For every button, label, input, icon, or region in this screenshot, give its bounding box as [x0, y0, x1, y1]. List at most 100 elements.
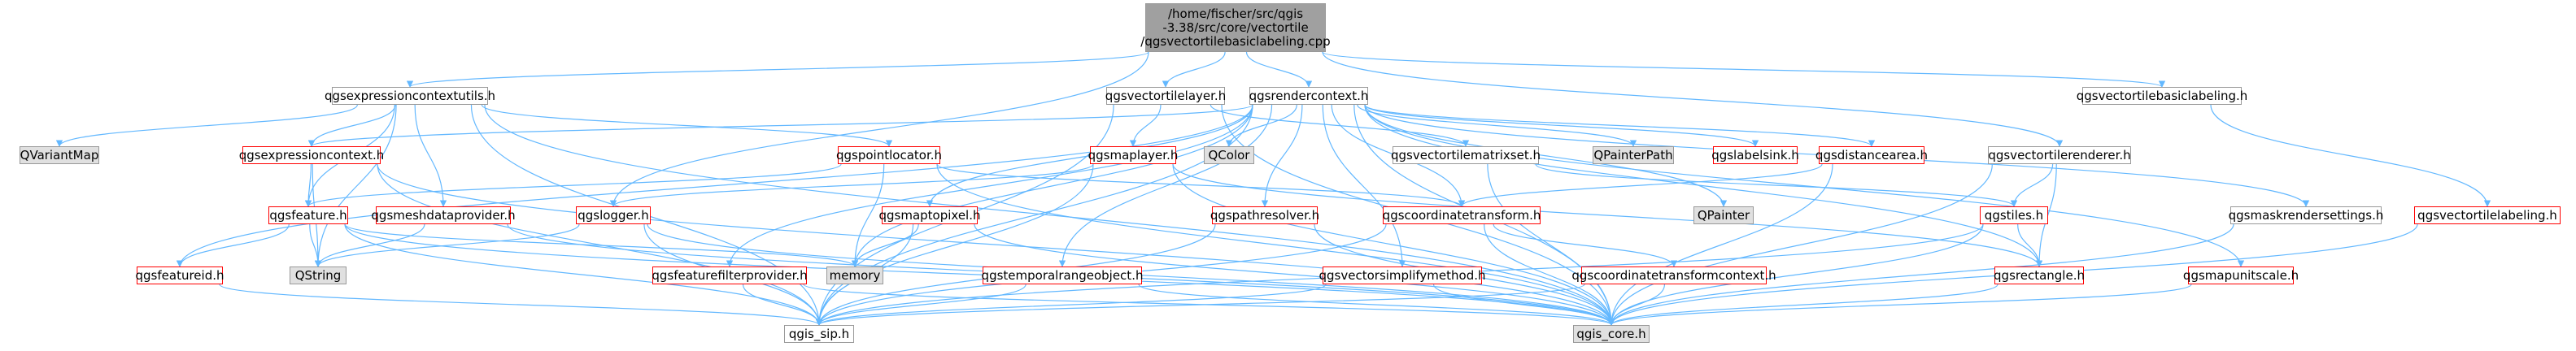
node-qgsexpressioncontextutils[interactable]: qgsexpressioncontextutils.h: [325, 87, 495, 105]
edge-qgsrendercontext-to-qgsexpressioncontext: [308, 104, 1253, 147]
node-qgsmaskrendersettings[interactable]: qgsmaskrendersettings.h: [2229, 206, 2383, 224]
edge-qgsrendercontext-to-qgslabelsink: [1364, 104, 1759, 147]
edge-qgsrendercontext-to-qgstemporalrangeobject: [1058, 104, 1273, 267]
edge-qgsexpressioncontext-to-qgsfeature: [304, 163, 312, 207]
edge-qgsexpressioncontextutils-to-qgis_core: [484, 104, 1615, 326]
edge-qgsfeature-to-qgis_sip: [344, 223, 823, 326]
node-qgis-sip[interactable]: qgis_sip.h: [784, 325, 854, 343]
node-qgsrendercontext[interactable]: qgsrendercontext.h: [1249, 87, 1368, 105]
edge-qgspointlocator-to-memory: [851, 163, 885, 267]
edge-qgspointlocator-to-qgsfeature: [304, 163, 842, 207]
edge-qgsdistancearea-to-qgscoordinatetransform: [1458, 163, 1823, 207]
edge-qgsvectortilelayer-to-qgsmaplayer: [1129, 104, 1162, 147]
edge-qgsrendercontext-to-qgsfeaturefilterprovider: [726, 104, 1253, 267]
node-memory[interactable]: memory: [826, 266, 883, 284]
edge-qgsdistancearea-to-qgis_core: [1607, 163, 1833, 326]
edge-qgsexpressioncontext-to-qgis_sip: [377, 163, 823, 326]
edge-qgsrectangle-to-qgis_core: [1607, 284, 1998, 326]
node-root-file[interactable]: /home/fischer/src/qgis -3.38/src/core/ve…: [1140, 3, 1331, 52]
edge-qgsmaplayer-to-qgis_core: [1172, 163, 1615, 326]
edge-qgsmaskrendersettings-to-qgis_core: [1607, 223, 2234, 326]
node-qgis-core[interactable]: qgis_core.h: [1573, 325, 1650, 343]
node-qgsfeaturefilterprovider[interactable]: qgsfeaturefilterprovider.h: [652, 266, 808, 284]
edge-qgstiles-to-qgsrectangle: [2017, 223, 2043, 267]
edge-qgscoordinatetransform-to-qgis_core: [1484, 223, 1615, 326]
edge-qgscoordinatetransformcontext-to-qgis_sip: [816, 284, 1585, 326]
edge-qgsexpressioncontext-to-qgis_core: [377, 163, 1615, 326]
edge-qgsrendercontext-to-qgsvectorsimplifymethod: [1322, 104, 1406, 267]
node-qgspathresolver[interactable]: qgspathresolver.h: [1210, 206, 1319, 224]
edge-qgsexpressioncontextutils-to-qgspointlocator: [481, 104, 893, 147]
node-qgspointlocator[interactable]: qgspointlocator.h: [836, 146, 942, 164]
node-qgstiles[interactable]: qgstiles.h: [1980, 206, 2048, 224]
edge-qgsvectortilelayer-to-qgsvectortilematrixset: [1210, 104, 1470, 147]
edge-qgsfeatureid-to-qgis_sip: [219, 284, 822, 326]
edge-qgsrendercontext-to-QColor: [1225, 104, 1297, 147]
node-qgsdistancearea[interactable]: qgsdistancearea.h: [1815, 146, 1928, 164]
edge-qgsrendercontext-to-memory: [851, 104, 1253, 267]
node-qgsvectortilematrixset[interactable]: qgsvectortilematrixset.h: [1391, 146, 1541, 164]
node-qgscoordinatetransformcontext[interactable]: qgscoordinatetransformcontext.h: [1571, 266, 1776, 284]
node-qgsvectortilebasiclabeling[interactable]: qgsvectortilebasiclabeling.h: [2077, 87, 2247, 105]
edge-qgsmaplayer-to-qgslogger: [609, 163, 1094, 207]
node-qgsvectortilelayer[interactable]: qgsvectortilelayer.h: [1105, 87, 1226, 105]
edge-root-to-qgsrendercontext: [1245, 51, 1313, 88]
node-qstring[interactable]: QString: [290, 266, 347, 284]
node-qgsvectorsimplifymethod[interactable]: qgsvectorsimplifymethod.h: [1319, 266, 1486, 284]
edge-qgsfeature-to-qgis_core: [344, 223, 1615, 326]
edge-qgsrendercontext-to-qgsmapunitscale: [1364, 104, 2245, 267]
edge-qgsrendercontext-to-qgsfeatureid: [176, 104, 1253, 267]
edge-qgsrendercontext-to-qgsrectangle: [1364, 104, 2043, 267]
node-qgscoordinatetransform[interactable]: qgscoordinatetransform.h: [1383, 206, 1541, 224]
edge-qgsvectorsimplifymethod-to-qgis_sip: [815, 284, 1327, 326]
edge-qgsfeature-to-memory: [344, 223, 859, 267]
edge-qgsrendercontext-to-QPainter: [1364, 104, 1728, 207]
node-qgsvectortilerenderer[interactable]: qgsvectortilerenderer.h: [1988, 146, 2131, 164]
edge-qgspointlocator-to-qgscoordinatetransform: [936, 163, 1466, 207]
edge-qgsvectortilematrixset-to-qgis_core: [1487, 163, 1615, 326]
edge-root-to-qgsvectortilerenderer: [1322, 51, 2064, 147]
edge-qgsexpressioncontextutils-to-qgsexpressioncontext: [307, 104, 396, 147]
edge-qgspointlocator-to-qgis_core: [936, 163, 1615, 326]
node-qpainterpath[interactable]: QPainterPath: [1593, 146, 1674, 164]
edge-qgsfeature-to-qgsfeatureid: [176, 223, 290, 267]
node-qgsfeatureid[interactable]: qgsfeatureid.h: [136, 266, 224, 284]
edge-qgsrendercontext-to-qgspathresolver: [1261, 104, 1303, 207]
node-qgsmaptopixel[interactable]: qgsmaptopixel.h: [878, 206, 981, 224]
node-qgsvectortilelabeling[interactable]: qgsvectortilelabeling.h: [2414, 206, 2561, 224]
edge-root-to-qgsvectortilebasiclabeling: [1322, 51, 2165, 88]
node-qgsfeature[interactable]: qgsfeature.h: [268, 206, 348, 224]
edge-qgstiles-to-qgis_core: [1607, 223, 1984, 326]
node-qgsmaplayer[interactable]: qgsmaplayer.h: [1088, 146, 1178, 164]
edge-qgsrendercontext-to-qgsdistancearea: [1364, 104, 1876, 147]
edge-qgscoordinatetransformcontext-to-qgis_core: [1607, 284, 1666, 326]
node-qpainter[interactable]: QPainter: [1693, 206, 1754, 224]
edge-qgslogger-to-QString: [314, 223, 580, 267]
node-qgsrectangle[interactable]: qgsrectangle.h: [1994, 266, 2085, 284]
edge-qgsrendercontext-to-QPainterPath: [1357, 104, 1637, 147]
edge-qgsmapunitscale-to-qgis_core: [1608, 284, 2192, 326]
node-qgsmapunitscale[interactable]: qgsmapunitscale.h: [2183, 266, 2299, 284]
edge-qgsvectortilematrixset-to-qgstiles: [1535, 163, 2018, 207]
node-qcolor[interactable]: QColor: [1204, 146, 1254, 164]
edge-qgstemporalrangeobject-to-qgis_sip: [815, 284, 1026, 326]
edge-root-to-qgsexpressioncontextutils: [407, 51, 1149, 88]
node-qgsmeshdataprovider[interactable]: qgsmeshdataprovider.h: [371, 206, 516, 224]
edge-qgsvectortilerenderer-to-qgis_core: [1607, 163, 1993, 326]
edge-qgsmaptopixel-to-qgis_core: [974, 223, 1615, 326]
edge-qgsexpressioncontextutils-to-QString: [314, 104, 397, 267]
edge-qgsvectortilerenderer-to-qgstiles: [2010, 163, 2054, 207]
node-qgsexpressioncontext[interactable]: qgsexpressioncontext.h: [239, 146, 384, 164]
edge-qgstemporalrangeobject-to-qgis_core: [1138, 284, 1615, 326]
edge-root-to-qgslogger: [609, 51, 1149, 207]
node-qgslogger[interactable]: qgslogger.h: [576, 206, 651, 224]
node-qvariantmap[interactable]: QVariantMap: [20, 146, 99, 164]
node-qgslabelsink[interactable]: qgslabelsink.h: [1711, 146, 1799, 164]
node-qgstemporalrangeobject[interactable]: qgstemporalrangeobject.h: [982, 266, 1143, 284]
edge-qgscoordinatetransform-to-qgscoordinatetransformcontext: [1493, 223, 1678, 267]
edge-qgsvectorsimplifymethod-to-qgis_core: [1432, 284, 1615, 326]
edge-qgsvectortilebasiclabeling-to-qgsvectortilelabeling: [2210, 104, 2491, 207]
edge-qgsmaptopixel-to-memory: [851, 223, 919, 267]
